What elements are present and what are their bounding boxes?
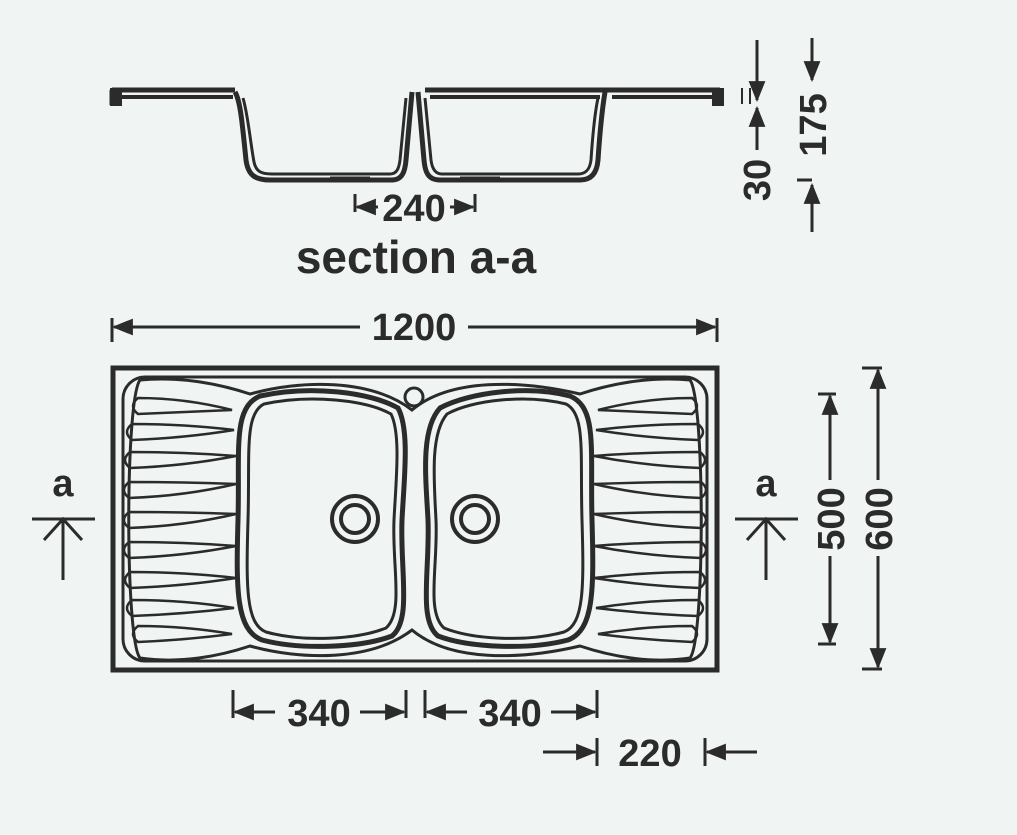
plan-view: 1200 (32, 307, 901, 775)
dim-overall-depth: 600 (859, 487, 901, 550)
section-title: section a-a (296, 231, 537, 283)
section-marker-left: a (32, 463, 95, 580)
dim-sink-height: 175 (793, 93, 835, 156)
left-bowl (234, 388, 408, 649)
left-drainer-grooves (122, 396, 237, 644)
dim-bowl-width-right: 340 (478, 693, 541, 735)
section-view: 240 30 175 section a-a (109, 38, 835, 283)
dim-overall-width: 1200 (372, 307, 457, 349)
right-drainer-grooves (593, 396, 708, 644)
dim-drainer-offset: 220 (618, 733, 681, 775)
dim-bowl-spacing: 240 (382, 188, 445, 230)
svg-text:a: a (52, 463, 74, 505)
right-drain (450, 494, 500, 544)
dim-bowl-width-left: 340 (287, 693, 350, 735)
svg-text:a: a (755, 463, 777, 505)
section-marker-right: a (735, 463, 798, 580)
dim-bowl-depth: 500 (811, 487, 853, 550)
tap-hole (403, 386, 425, 408)
left-drain (330, 494, 380, 544)
right-bowl (423, 388, 596, 649)
dim-rim-height: 30 (737, 159, 779, 201)
